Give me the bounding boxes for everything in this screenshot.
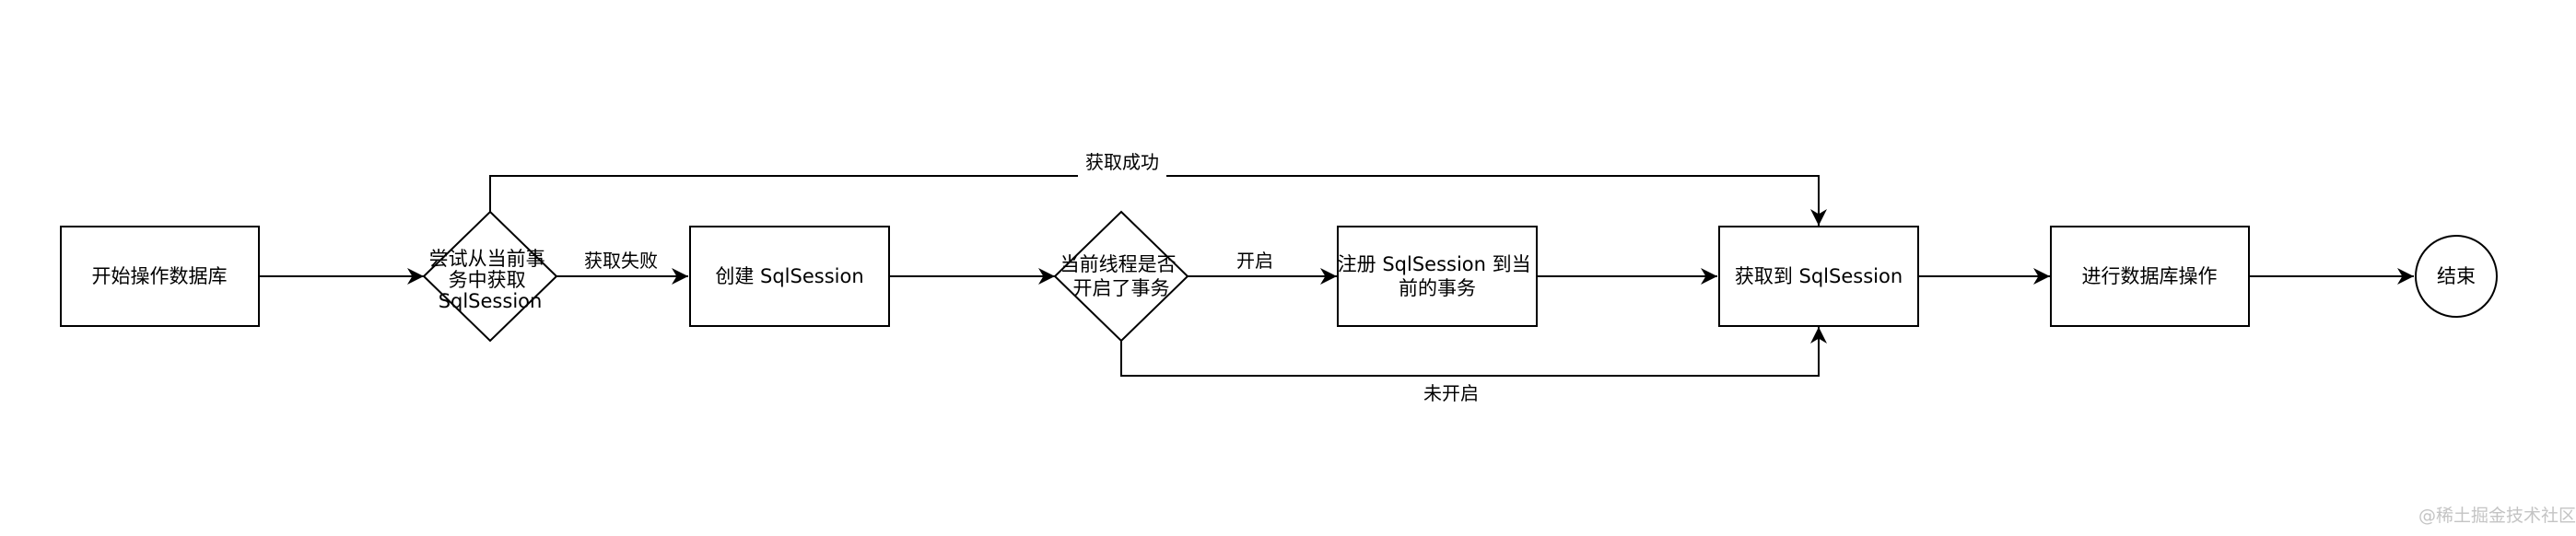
edge-get-success <box>489 175 1827 226</box>
node-create-label: 创建 SqlSession <box>715 265 863 287</box>
node-register <box>1337 226 1538 327</box>
node-db-op <box>2050 226 2250 327</box>
node-end <box>2415 235 2498 318</box>
node-got-label: 获取到 SqlSession <box>1735 265 1903 287</box>
edge-label-bg-get-success <box>1078 151 1166 177</box>
node-register-label: 注册 SqlSession 到当 前的事务 <box>1338 247 1538 299</box>
edge-label-tx-open: 开启 <box>1236 250 1273 272</box>
node-start-label: 开始操作数据库 <box>92 265 228 287</box>
node-try-get-label: 尝试从当前事 务中获取 SqlSession <box>429 241 552 312</box>
node-try-get <box>422 210 558 343</box>
node-create <box>689 226 890 327</box>
node-start <box>60 226 260 327</box>
edge-label-get-fail: 获取失败 <box>584 250 658 272</box>
node-db-op-label: 进行数据库操作 <box>2082 265 2218 287</box>
edge-label-tx-not-open: 未开启 <box>1423 382 1479 404</box>
edge-tx-not-open <box>1120 327 1827 377</box>
node-check-tx <box>1053 210 1189 343</box>
edge-label-get-success: 获取成功 <box>1085 151 1159 173</box>
watermark: @稀土掘金技术社区 <box>2418 506 2576 526</box>
node-got <box>1718 226 1919 327</box>
node-check-tx-label: 当前线程是否 开启了事务 <box>1060 247 1183 299</box>
node-end-label: 结束 <box>2437 265 2476 287</box>
